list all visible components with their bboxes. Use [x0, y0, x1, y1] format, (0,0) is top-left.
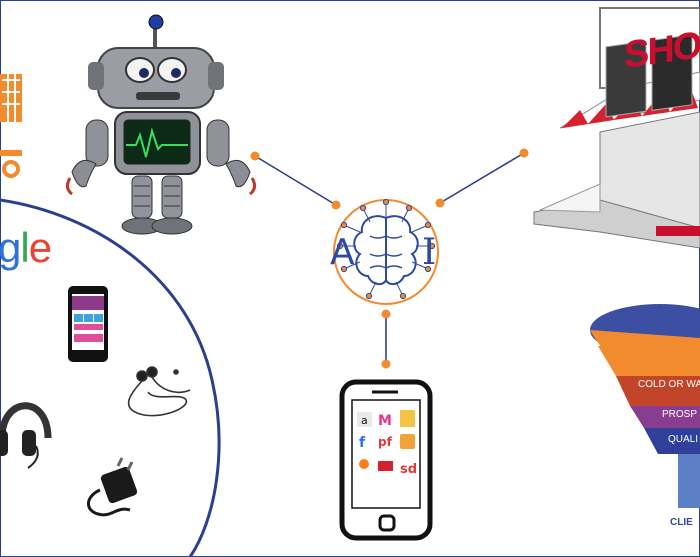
- funnel-stage-1: COLD OR WA: [638, 379, 700, 390]
- connector-dot-phone: [381, 359, 391, 369]
- funnel-bottom-label: CLIE: [670, 517, 693, 528]
- headphones-icon: [0, 402, 52, 469]
- funnel-stage-2: PROSP: [662, 409, 698, 420]
- shopping-cart-icon: [0, 74, 22, 178]
- logo-part-1: g: [0, 224, 21, 271]
- connector-dot-ai-phone: [381, 309, 391, 319]
- ai-label-a: A: [330, 232, 355, 273]
- svg-text:M: M: [378, 413, 392, 429]
- connector-dot-robot: [250, 151, 260, 161]
- earphones-icon: [127, 366, 191, 417]
- logo-part-2: l: [20, 224, 29, 271]
- svg-text:sd: sd: [400, 462, 417, 477]
- robot-icon: [65, 14, 257, 235]
- sales-funnel-icon: [590, 304, 700, 508]
- ai-label: A I: [330, 232, 445, 273]
- logo-part-3: e: [28, 224, 52, 271]
- connectors: [250, 148, 529, 369]
- left-region-arc: [0, 198, 221, 557]
- smartphone-icon: a M f pf sd: [339, 379, 433, 541]
- shop-building-icon: [533, 7, 700, 249]
- svg-text:f: f: [359, 435, 366, 451]
- connector-dot-shop-ai: [435, 198, 445, 208]
- search-engine-logo: gle: [0, 224, 52, 272]
- ai-label-i: I: [422, 232, 437, 273]
- charger-icon: [87, 457, 138, 517]
- mobile-phone-icon: [68, 286, 108, 362]
- connector-shop: [439, 152, 525, 204]
- connector-robot: [254, 155, 337, 206]
- connector-dot-shop: [519, 148, 529, 158]
- funnel-stage-3: QUALI: [668, 434, 699, 445]
- app-icons: a M f pf sd: [357, 410, 417, 477]
- ai-brain-icon: [333, 198, 439, 305]
- svg-text:pf: pf: [378, 435, 393, 449]
- connector-dot-robot-ai: [331, 200, 341, 210]
- svg-text:a: a: [361, 414, 368, 427]
